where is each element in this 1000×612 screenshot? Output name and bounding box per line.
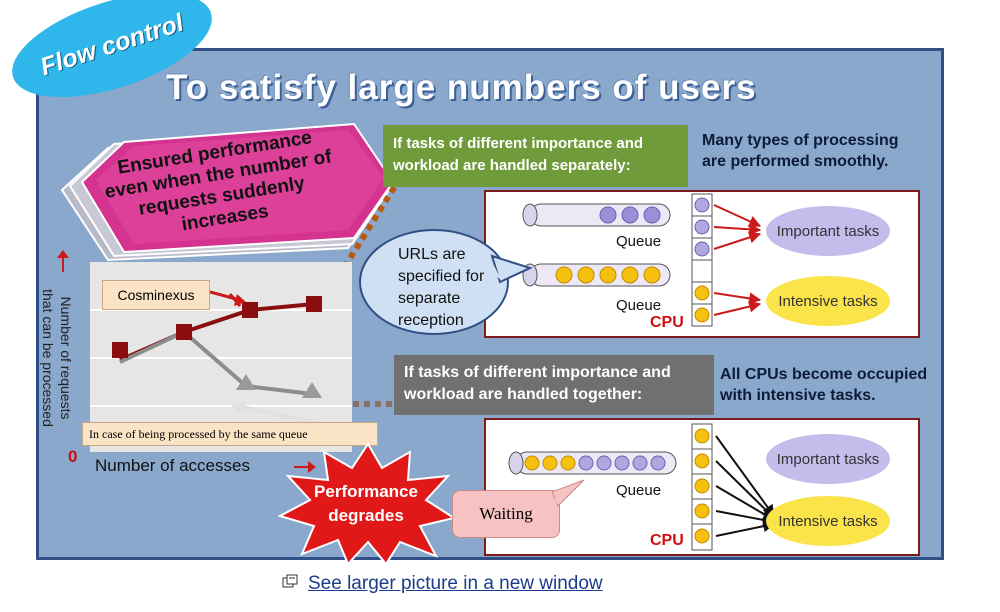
- url-callout-text: URLs are specified for separate receptio…: [398, 246, 485, 329]
- queue-label: Queue: [616, 482, 662, 499]
- together-box: If tasks of different importance and wor…: [394, 355, 714, 415]
- url-speech-balloon: [359, 229, 533, 335]
- larger-picture-link[interactable]: See larger picture in a new window: [308, 573, 603, 594]
- cpu-label: CPU: [650, 532, 684, 549]
- cosminexus-callout: Cosminexus: [102, 280, 210, 310]
- performance-degrades-text: Performance degrades: [314, 482, 418, 525]
- new-window-icon[interactable]: [282, 574, 298, 590]
- same-queue-callout: In case of being processed by the same q…: [82, 422, 378, 446]
- together-diagram: [508, 423, 776, 551]
- x-axis-arrow: [294, 461, 316, 473]
- origin-zero: 0: [68, 447, 78, 466]
- intensive-tasks-ellipse: Intensive tasks: [766, 276, 890, 326]
- connector-dotted-upper: [315, 176, 403, 312]
- x-axis-label: Number of accesses: [95, 456, 250, 475]
- waiting-callout: Waiting: [452, 490, 560, 538]
- separately-box: If tasks of different importance and wor…: [383, 125, 688, 187]
- intensive-tasks-ellipse: Intensive tasks: [766, 496, 890, 546]
- queue-label: Queue: [616, 297, 662, 314]
- performance-degrades-burst: [278, 442, 457, 566]
- important-tasks-ellipse: Important tasks: [766, 206, 890, 256]
- cpu-label: CPU: [650, 314, 684, 331]
- together-result-text: All CPUs become occupied with intensive …: [720, 366, 928, 404]
- separately-result-text: Many types of processing are performed s…: [702, 132, 899, 170]
- waiting-callout-tail: [552, 479, 585, 507]
- queue-label: Queue: [616, 233, 662, 250]
- cosminexus-arrow: [210, 290, 246, 306]
- important-tasks-ellipse: Important tasks: [766, 434, 890, 484]
- pink-banner-shape: [60, 122, 393, 262]
- page-title: To satisfy large numbers of users: [166, 68, 757, 107]
- y-axis-arrow: [57, 250, 69, 272]
